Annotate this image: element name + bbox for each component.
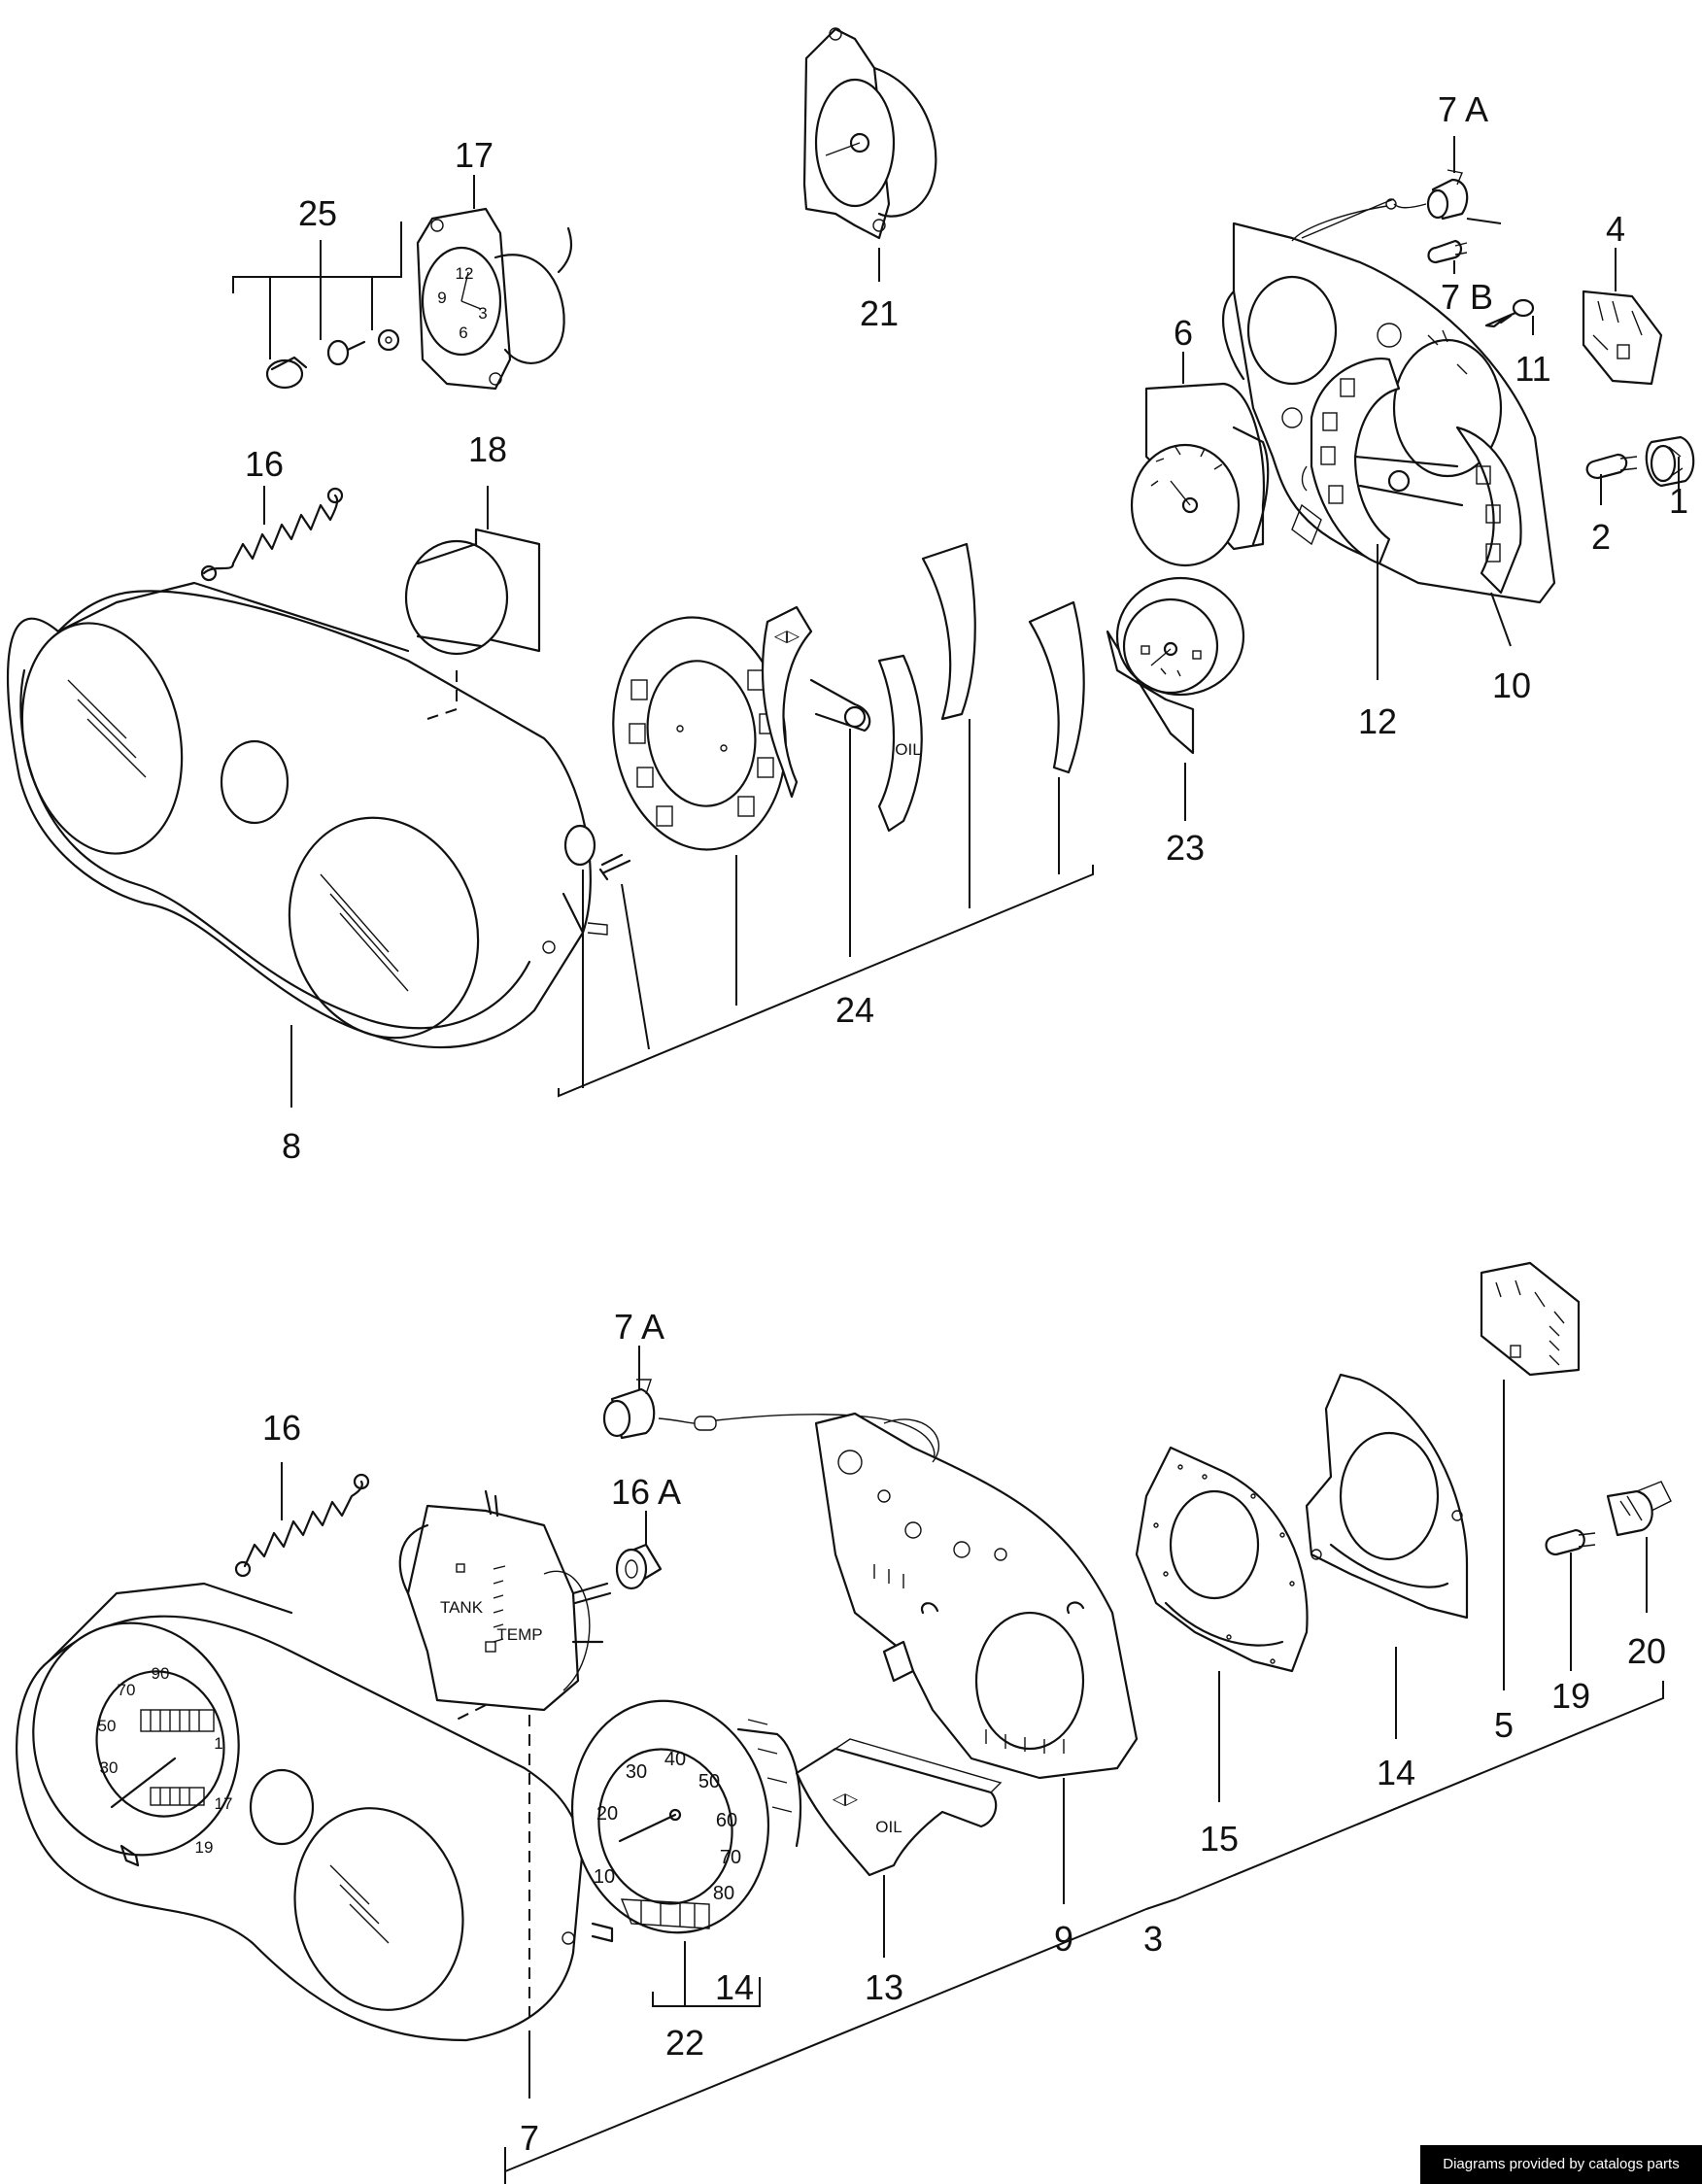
callout-22: 22 <box>665 2023 704 2063</box>
part-11-screw <box>1484 298 1535 335</box>
clock-mark-6: 6 <box>459 324 467 342</box>
callout-19: 19 <box>1551 1676 1590 1716</box>
callout-5: 5 <box>1494 1705 1514 1745</box>
speedo-upper-mark-90: 90 <box>152 1664 170 1683</box>
part-21-gauge <box>802 27 937 282</box>
callout-15: 15 <box>1200 1819 1239 1859</box>
part-17-clock: 12 3 6 9 <box>416 175 573 391</box>
part-4-connector-block <box>1582 248 1663 386</box>
part-5-connector-block <box>1480 1261 1581 1690</box>
callout-3: 3 <box>1143 1919 1163 1959</box>
speedo-mark-40: 40 <box>664 1749 686 1770</box>
warning-label-oil: OIL <box>895 740 921 759</box>
part-18-gauge-cup <box>404 486 541 720</box>
speedo-mark-70: 70 <box>720 1847 741 1868</box>
callout-4: 4 <box>1606 209 1625 249</box>
callout-21: 21 <box>860 293 899 333</box>
part-25-adjust-knob <box>232 222 402 390</box>
warning-strip-oil: OIL <box>875 1818 902 1836</box>
callout-2: 2 <box>1591 517 1611 557</box>
part-1-bulb-socket <box>1645 435 1695 491</box>
speedo-mark-80: 80 <box>713 1883 734 1904</box>
diagram-credit-banner: Diagrams provided by catalogs parts <box>1420 2145 1702 2184</box>
callout-8: 8 <box>282 1126 301 1166</box>
speedo-mark-50: 50 <box>698 1771 720 1792</box>
part-20-bulb-holder <box>1606 1481 1672 1613</box>
part-16a-spacer <box>615 1511 663 1590</box>
part-16-spring-bottom <box>234 1462 370 1578</box>
part-7a-bulb-holder-bottom <box>602 1346 936 1463</box>
warning-symbol-top: ◁▷ <box>774 627 800 645</box>
part-6-gauge <box>1130 352 1270 567</box>
speedo-mark-20: 20 <box>596 1803 618 1825</box>
callout-17: 17 <box>455 135 494 175</box>
callout-16-top: 16 <box>245 444 284 484</box>
speedo-upper-mark-19: 19 <box>195 1838 214 1857</box>
part-24-dial-group: ◁▷ OIL <box>558 542 1094 1098</box>
speedo-upper-mark-17: 17 <box>215 1794 233 1813</box>
part-7a-bulb-holder-top <box>1291 136 1469 242</box>
speedo-mark-10: 10 <box>594 1866 615 1888</box>
part-9-circuit-plate <box>814 1412 1139 1904</box>
callout-12: 12 <box>1358 701 1397 741</box>
clock-mark-3: 3 <box>478 304 487 323</box>
speedo-upper-mark-50: 50 <box>98 1717 117 1735</box>
callout-24: 24 <box>835 990 874 1030</box>
callout-13: 13 <box>865 1967 903 2007</box>
callout-11: 11 <box>1515 349 1550 389</box>
part-23-gauge <box>1106 576 1245 821</box>
speedo-mark-30: 30 <box>626 1761 647 1783</box>
gauge-label-temp: TEMP <box>496 1625 542 1644</box>
callout-25: 25 <box>298 193 337 233</box>
speedo-upper-mark-1: 1 <box>214 1734 222 1753</box>
part-3-assembly-bracket <box>504 1681 1664 2184</box>
callout-14-a: 14 <box>715 1967 754 2007</box>
clock-mark-9: 9 <box>437 289 446 307</box>
warning-strip-symbols: ◁▷ <box>833 1790 859 1808</box>
callout-6: 6 <box>1174 313 1193 353</box>
callout-7a-top: 7 A <box>1438 89 1488 129</box>
part-15-gasket <box>1135 1446 1309 1802</box>
callout-10: 10 <box>1492 665 1531 705</box>
speedo-upper-mark-30: 30 <box>100 1758 119 1777</box>
part-12-reflector <box>1291 358 1522 680</box>
part-7-instrument-housing: 70 90 50 30 1 17 19 <box>16 1582 614 2099</box>
part-19-bulb <box>1545 1528 1596 1671</box>
callout-7a-bottom: 7 A <box>614 1307 664 1347</box>
part-13-warning-strip: ◁▷ OIL <box>795 1738 1003 1958</box>
callout-7b: 7 B <box>1441 277 1493 317</box>
part-7b-bulb <box>1427 218 1502 274</box>
callout-18: 18 <box>468 429 507 469</box>
gauge-label-tank: TANK <box>440 1598 484 1617</box>
callout-16-bottom: 16 <box>262 1408 301 1448</box>
speedo-mark-60: 60 <box>716 1810 737 1831</box>
part-14-reflector-plate <box>1305 1373 1469 1739</box>
callout-20: 20 <box>1627 1631 1666 1671</box>
callout-7: 7 <box>520 2118 539 2158</box>
callout-16a: 16 A <box>611 1472 681 1512</box>
part-8-instrument-housing <box>6 581 608 1108</box>
part-16-spring-top <box>200 486 344 582</box>
clock-mark-12: 12 <box>456 264 474 283</box>
part-22-speedometer: 10 20 30 40 50 60 70 80 <box>570 1699 802 2007</box>
callout-14-b: 14 <box>1377 1753 1415 1792</box>
callout-9: 9 <box>1054 1919 1073 1959</box>
speedo-upper-mark-70: 70 <box>118 1681 136 1699</box>
fuel-temp-gauge-unit: TANK TEMP <box>398 1489 612 2026</box>
part-10-circuit-plate <box>1222 198 1556 647</box>
callout-1: 1 <box>1669 481 1688 521</box>
part-2-bulb <box>1585 453 1638 505</box>
callout-23: 23 <box>1166 828 1205 868</box>
